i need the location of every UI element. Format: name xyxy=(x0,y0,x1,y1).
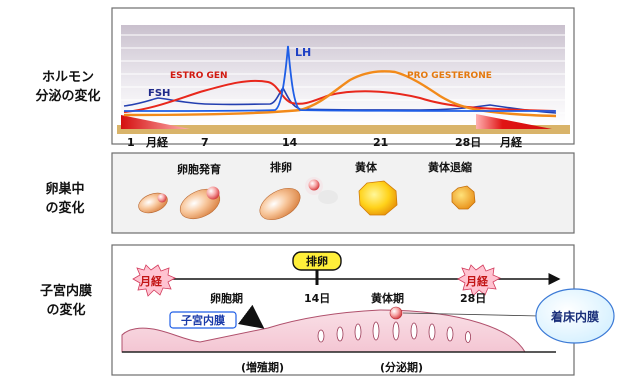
menstruation-end-label: 月経 xyxy=(499,135,523,149)
proliferative-phase-label: (増殖期) xyxy=(241,360,284,374)
ovulating-follicle xyxy=(259,187,301,221)
ovary-panel: 卵胞発育 排卵 黄体 黄体退縮 xyxy=(111,152,575,234)
menses-wedge-end xyxy=(476,114,552,129)
ovary-stage-ovulation: 排卵 xyxy=(270,160,292,174)
secretory-phase-label: (分泌期) xyxy=(380,360,423,374)
day-axis-labels: 1 月経 7 14 21 28日 月経 xyxy=(127,135,523,149)
uterine-glands xyxy=(317,321,471,343)
endometrium-callout xyxy=(169,311,237,329)
uterus-row-label: 子宮内膜 の変化 xyxy=(26,282,106,320)
day-28-uterus-label: 28日 xyxy=(460,292,486,305)
corpus-luteum xyxy=(358,180,398,216)
lh-curve xyxy=(123,45,557,112)
progesterone-label: PRO GESTERONE xyxy=(407,71,492,81)
endometrium-layer xyxy=(121,309,526,353)
day-14-uterus-label: 14日 xyxy=(304,292,330,305)
ovary-row-label: 卵巣中 の変化 xyxy=(30,180,100,218)
implantation-bubble xyxy=(535,288,615,344)
implantation-bubble-label: 着床内膜 xyxy=(550,309,599,324)
released-ovum xyxy=(308,179,320,191)
ovulation-badge xyxy=(292,251,342,271)
menses-wedge-start xyxy=(121,115,190,129)
menstruation-start-label: 月経 xyxy=(145,135,169,149)
uterus-row-label-line2: の変化 xyxy=(46,303,86,318)
hormone-row-label-line2: 分泌の変化 xyxy=(35,89,101,104)
ovary-stage-follicle-growth: 卵胞発育 xyxy=(177,162,221,176)
day-7-label: 7 xyxy=(201,136,209,149)
day-axis-bar xyxy=(117,125,570,134)
menstruation-left-label: 月経 xyxy=(139,274,163,288)
day-14-label: 14 xyxy=(282,136,298,149)
uterus-panel: 月経 月経 排卵 卵胞期 14日 黄体期 28日 (増殖期) (分泌期) 子宮内… xyxy=(111,244,615,376)
day-28-label: 28日 xyxy=(455,136,481,149)
growing-follicle-egg xyxy=(206,186,220,200)
ovary-stage-corpus-luteum: 黄体 xyxy=(355,160,378,174)
uterus-panel-frame xyxy=(111,244,575,376)
endometrium-callout-label: 子宮内膜 xyxy=(181,313,225,327)
hormone-row-label-line1: ホルモン xyxy=(41,70,94,85)
hormone-panel: LH FSH ESTRO GEN PRO GESTERONE 1 月経 7 14… xyxy=(111,7,575,149)
estrogen-label: ESTRO GEN xyxy=(170,71,228,81)
ovary-panel-frame xyxy=(111,152,575,234)
luteal-phase-label: 黄体期 xyxy=(371,291,404,305)
progesterone-curve xyxy=(123,70,557,118)
regressing-corpus-luteum xyxy=(451,185,476,210)
small-follicle-egg xyxy=(157,193,167,203)
day-1-label: 1 xyxy=(127,136,135,149)
hormone-row-label: ホルモン 分泌の変化 xyxy=(20,68,116,106)
ovum-glow xyxy=(318,190,338,204)
menstruation-burst-right xyxy=(457,264,501,297)
day-21-label: 21 xyxy=(373,136,388,149)
ovary-row-label-line1: 卵巣中 xyxy=(45,182,85,197)
implantation-leader-line xyxy=(402,312,541,317)
follicular-phase-label: 卵胞期 xyxy=(210,291,243,305)
menstruation-right-label: 月経 xyxy=(465,274,489,288)
lh-label: LH xyxy=(295,46,311,59)
fsh-label: FSH xyxy=(148,88,170,99)
uterus-row-label-line1: 子宮内膜 xyxy=(39,284,92,299)
endometrium-pointer-arrow xyxy=(238,304,265,329)
ovary-row-label-line2: の変化 xyxy=(45,201,85,216)
menstruation-burst-left xyxy=(132,264,176,297)
ovulation-badge-label: 排卵 xyxy=(306,254,328,268)
implanting-embryo xyxy=(389,306,403,320)
ovary-stage-luteal-regression: 黄体退縮 xyxy=(428,160,472,174)
